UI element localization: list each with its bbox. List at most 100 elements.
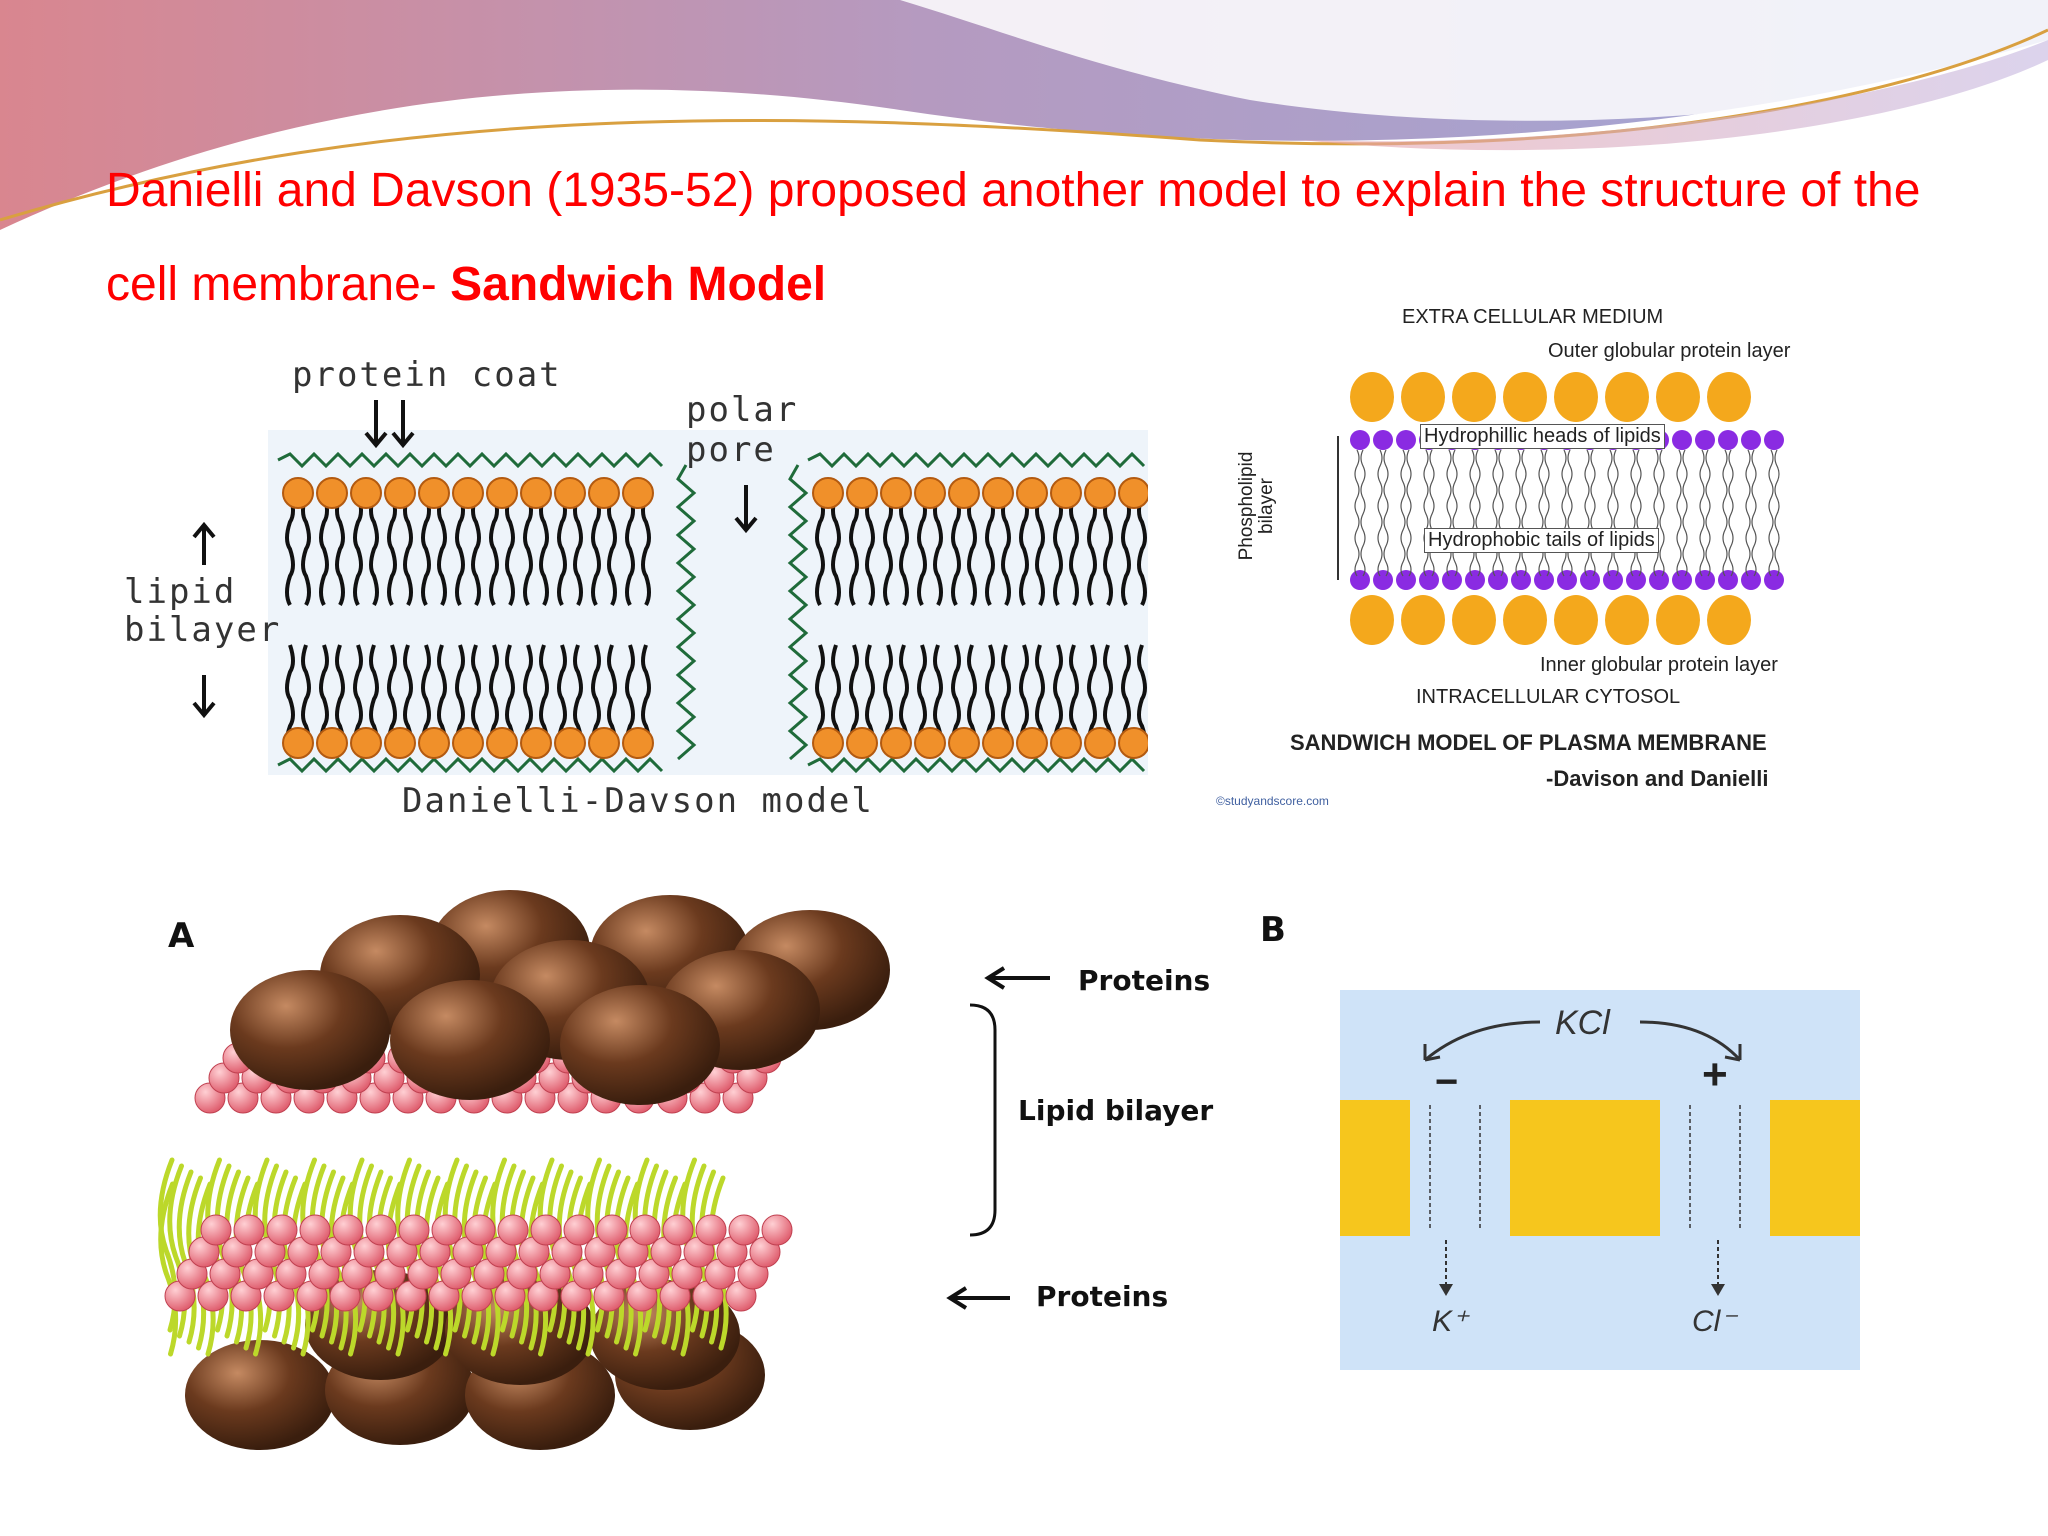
inner-protein	[1656, 595, 1700, 645]
membrane-block-center	[1510, 1100, 1660, 1236]
hydrophilic-head-bottom	[1488, 570, 1508, 590]
lipid-head-bottom	[520, 727, 552, 759]
lipid-head-top	[846, 477, 878, 509]
lipid-tail	[607, 494, 617, 606]
lipid-tail	[865, 494, 875, 606]
lipid-tail	[1538, 449, 1544, 577]
lipid-head-bottom	[596, 1214, 628, 1246]
lipid-tail	[1590, 449, 1596, 577]
lipid-head-bottom	[982, 727, 1014, 759]
bottom-protein	[185, 1340, 335, 1450]
lipid-head-bottom	[588, 727, 620, 759]
lipid-tail	[421, 494, 431, 606]
lipid-head-bottom	[200, 1214, 232, 1246]
hydrophilic-head-bottom	[1764, 570, 1784, 590]
intracellular-label: INTRACELLULAR CYTOSOL	[1416, 686, 1681, 708]
lipid-head-bottom	[563, 1214, 595, 1246]
lipid-head-top	[384, 477, 416, 509]
hydrophilic-head-bottom	[1419, 570, 1439, 590]
phospholipid-text: Phospholipid bilayer	[1236, 451, 1277, 561]
lipid-tail	[335, 494, 345, 606]
lipid-head-bottom	[530, 1214, 562, 1246]
polar-pore-label: polar pore	[686, 390, 846, 470]
inner-protein-label: Inner globular protein layer	[1540, 654, 1778, 676]
lipid-head-top	[486, 477, 518, 509]
kcl-arrow-right	[1639, 1020, 1742, 1062]
lipid-head-top	[520, 477, 552, 509]
lipid-tail	[1069, 494, 1079, 606]
lipid-tail	[1607, 449, 1613, 577]
lipid-bilayer-label: lipid bilayer	[124, 573, 279, 649]
lipid-tail	[591, 494, 601, 606]
lipid-tail	[1452, 449, 1458, 577]
hydrophilic-head-top	[1741, 430, 1761, 450]
panel-a-label: A	[168, 916, 195, 956]
lipid-tail	[1001, 494, 1011, 606]
lipid-head-bottom	[1050, 727, 1082, 759]
sandwich-3d-figure: A Proteins Lipid bilayer Proteins	[150, 880, 1280, 1480]
lipid-tail	[167, 1163, 188, 1339]
lipid-head-top	[554, 477, 586, 509]
inner-protein	[1401, 595, 1445, 645]
hydrophilic-head-bottom	[1741, 570, 1761, 590]
lipid-tail	[309, 1163, 330, 1339]
lipid-head-top	[588, 477, 620, 509]
protein-coat-bottom-1	[807, 756, 1146, 774]
lipid-head-top	[282, 477, 314, 509]
lipid-head-top	[1118, 477, 1148, 509]
inner-protein	[1605, 595, 1649, 645]
lipid-tail	[1659, 449, 1665, 577]
hydrophilic-head-top	[1373, 430, 1393, 450]
hydrophilic-head-bottom	[1442, 570, 1462, 590]
lipid-head-bottom	[761, 1214, 793, 1246]
lipid-tail	[917, 494, 927, 606]
danielli-davson-figure: protein coat polar pore lipid bilayer Da…	[118, 345, 1148, 835]
outer-protein	[1707, 372, 1751, 422]
lipid-tail	[1682, 449, 1688, 577]
lipid-tail	[1383, 449, 1389, 577]
lipid-tail	[625, 494, 635, 606]
lipid-head-bottom	[846, 727, 878, 759]
lipid-tail	[505, 494, 515, 606]
lipid-tail	[1584, 449, 1590, 577]
title-text: Danielli and Davson (1935-52) proposed a…	[106, 164, 1921, 311]
lipid-head-bottom	[233, 1214, 265, 1246]
lipid-tail	[319, 494, 329, 606]
lipid-tail	[831, 494, 841, 606]
lipid-tail	[1354, 449, 1360, 577]
lipid-tail	[1636, 449, 1642, 577]
hydrophilic-head-top	[1764, 430, 1784, 450]
lipid-head-bottom	[1084, 727, 1116, 759]
lipid-tail	[1676, 449, 1682, 577]
protein-coat-bottom-0	[277, 756, 664, 774]
inner-protein	[1452, 595, 1496, 645]
lipid-tail	[1722, 449, 1728, 577]
lipid-bilayer-text: lipid bilayer	[124, 572, 282, 650]
minus-sign: −	[1435, 1060, 1459, 1104]
lipid-tail	[1469, 449, 1475, 577]
lipid-tail	[933, 494, 943, 606]
protein-coat-label: protein coat	[292, 355, 562, 395]
lipid-tail	[1561, 449, 1567, 577]
lipid-head-top	[1084, 477, 1116, 509]
sandwich-model-figure: EXTRA CELLULAR MEDIUM Outer globular pro…	[1210, 300, 1830, 820]
hydrophilic-head-bottom	[1396, 570, 1416, 590]
lipid-head-bottom	[398, 1214, 430, 1246]
lipid-head-bottom	[486, 727, 518, 759]
lipid-tail	[661, 1175, 682, 1351]
lipid-head-bottom	[695, 1214, 727, 1246]
lipid-head-top	[1016, 477, 1048, 509]
lipid-head-bottom	[299, 1214, 331, 1246]
outer-protein	[1605, 372, 1649, 422]
lipid-head-top	[1050, 477, 1082, 509]
polar-pore-arrow-head	[734, 516, 758, 534]
proteins-bottom-arrow-head	[946, 1286, 968, 1310]
lipid-tail	[455, 494, 465, 606]
bilayer-arrow-down-head	[192, 701, 216, 719]
lipid-tail	[1360, 449, 1366, 577]
lipid-tail	[1515, 449, 1521, 577]
lipid-head-bottom	[431, 1214, 463, 1246]
phospholipid-label: Phospholipid bilayer	[1236, 441, 1277, 571]
kcl-label: KCl	[1555, 1004, 1610, 1042]
lipid-tail	[1400, 449, 1406, 577]
